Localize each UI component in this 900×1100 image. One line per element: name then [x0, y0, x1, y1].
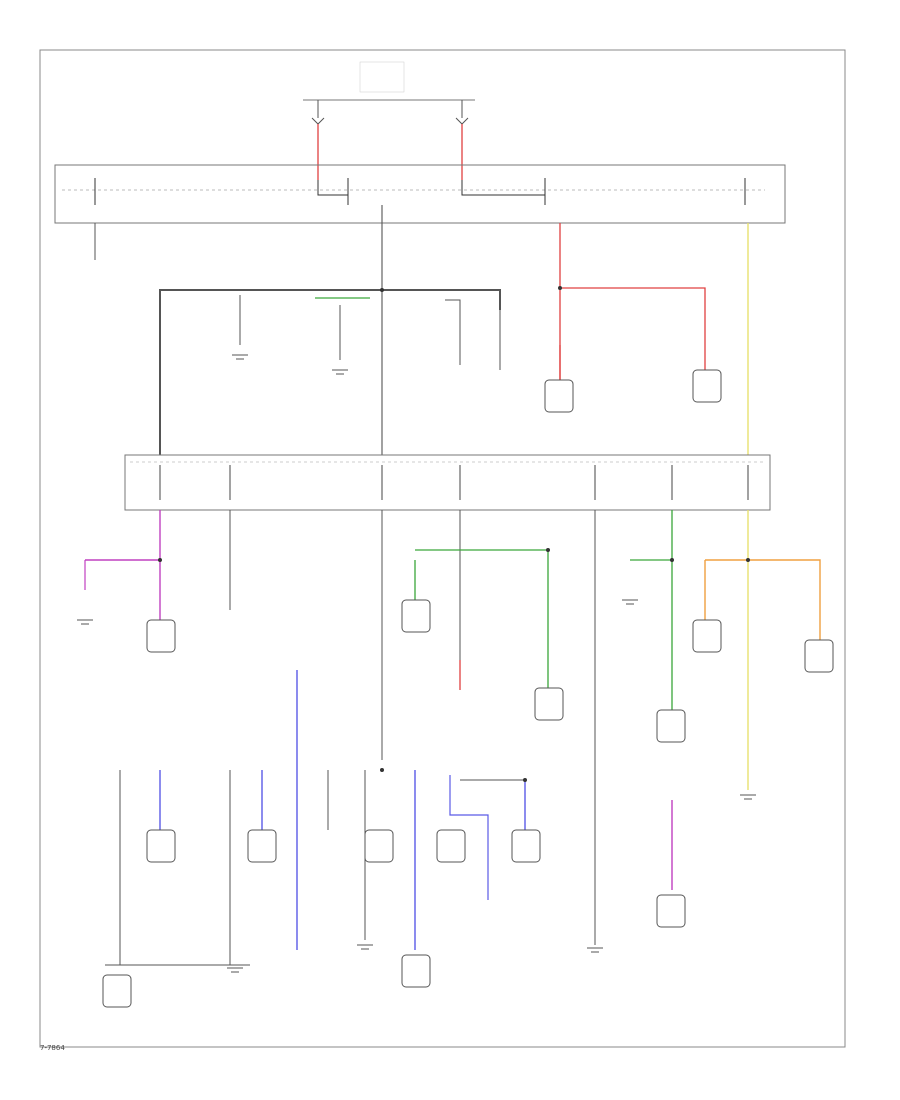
top-source-block	[303, 61, 475, 125]
page-id: 7-7864	[40, 1044, 65, 1052]
fuse-output-wires	[84, 510, 821, 945]
middle-components	[146, 599, 834, 743]
lower-components	[102, 829, 686, 1008]
upper-components	[544, 369, 722, 413]
splice-dots	[158, 286, 750, 782]
ignition-switch-block	[54, 164, 786, 224]
red-branch-wires	[559, 287, 706, 380]
red-feed-wires	[317, 124, 463, 180]
diagram-border	[39, 49, 846, 1048]
lower-branch-wires	[105, 670, 673, 966]
switch-output-trunks	[94, 205, 749, 455]
dark-bus-wires	[159, 289, 501, 455]
ground-symbols	[77, 354, 756, 973]
fuse-relay-box	[124, 454, 771, 511]
